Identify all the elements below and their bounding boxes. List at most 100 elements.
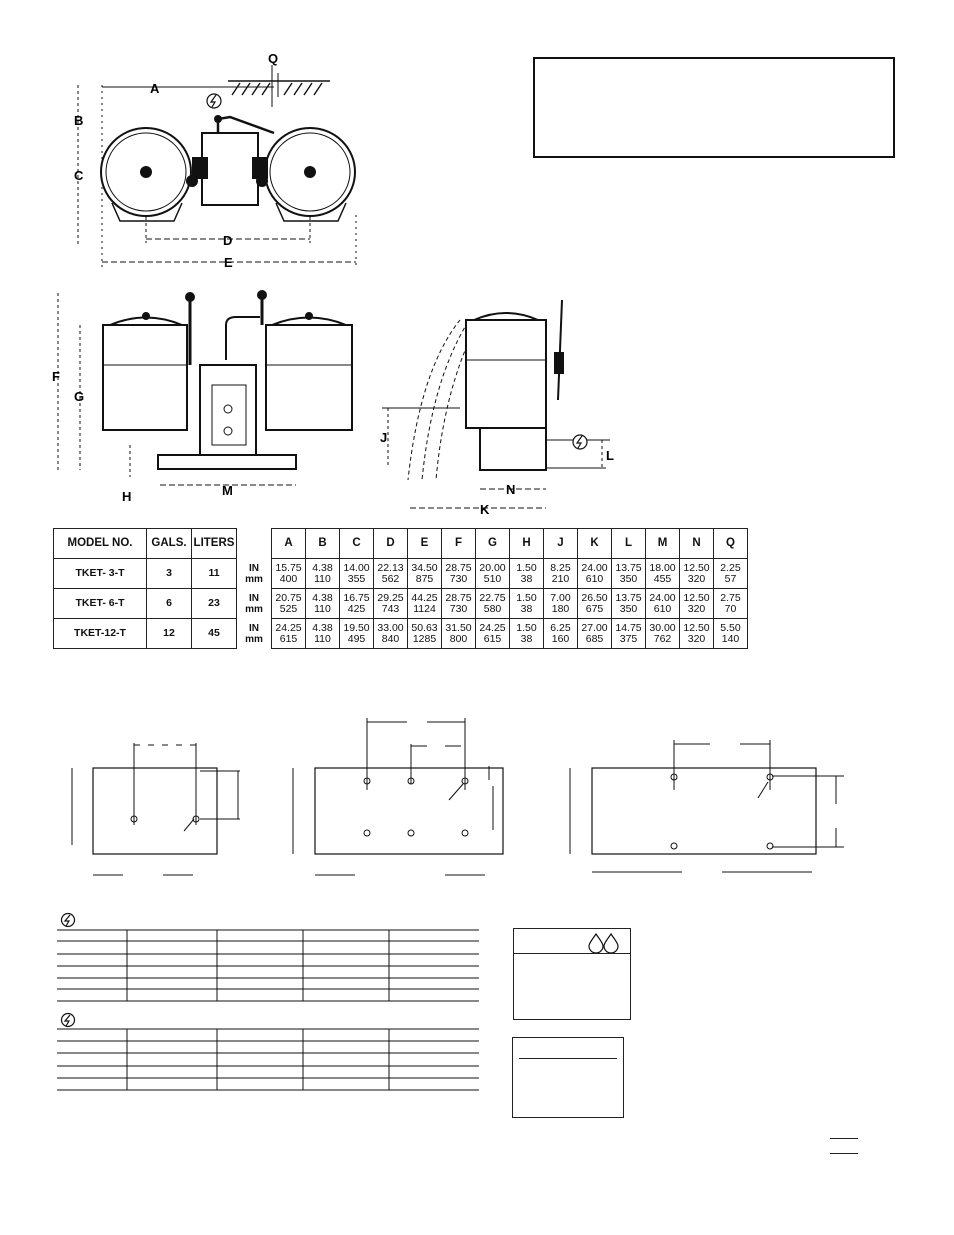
liters-cell: 45	[191, 618, 237, 649]
footprint-drawing-12t	[569, 740, 844, 873]
liters-cell: 23	[191, 588, 237, 619]
dimension-inches: 24.25	[275, 621, 302, 634]
dimension-mm: 140	[721, 632, 740, 645]
dimension-mm: 840	[381, 632, 400, 645]
electrical-table-2	[57, 1012, 479, 1091]
callout-k: K	[480, 502, 490, 517]
dimension-mm: 730	[449, 572, 468, 585]
dimension-mm: 320	[687, 632, 706, 645]
dimension-inches: 20.00	[479, 561, 506, 574]
callout-q: Q	[268, 51, 278, 66]
header-dim: F	[441, 528, 476, 559]
dimension-inches: 33.00	[377, 621, 404, 634]
dimension-inches: 2.75	[720, 591, 741, 604]
dimension-mm: 180	[551, 602, 570, 615]
dimension-mm: 510	[483, 572, 502, 585]
dimension-mm: 110	[314, 602, 331, 615]
dimension-inches: 12.50	[683, 561, 710, 574]
dimension-inches: 14.00	[343, 561, 370, 574]
header-liters: LITERS	[191, 528, 237, 559]
dimension-inches: 22.13	[377, 561, 404, 574]
model-number-cell: TKET- 6-T	[53, 588, 147, 619]
dimension-inches: 26.50	[581, 591, 608, 604]
header-dim: E	[407, 528, 442, 559]
dimension-inches: 24.25	[479, 621, 506, 634]
side-view-drawing: J L N K	[380, 299, 614, 517]
dimension-inches: 14.75	[615, 621, 642, 634]
table-header-row: MODEL NO. GALS. LITERS A B C D E F G H J…	[53, 528, 748, 559]
header-dim: B	[305, 528, 340, 559]
dimension-mm: 610	[653, 602, 672, 615]
kettle-left-top	[100, 127, 192, 217]
note-box-small	[512, 1037, 624, 1118]
dimension-mm: 375	[619, 632, 638, 645]
dimension-mm: 610	[585, 572, 604, 585]
header-dim: L	[611, 528, 646, 559]
header-dim: N	[679, 528, 714, 559]
header-dim: H	[509, 528, 544, 559]
dimension-inches: 16.75	[343, 591, 370, 604]
dimension-inches: 28.75	[445, 591, 472, 604]
dimension-mm: 38	[520, 632, 533, 645]
electrical-table-1	[57, 912, 479, 1002]
dimension-inches: 29.25	[377, 591, 404, 604]
lightning-circle-icon	[60, 1012, 76, 1028]
dimension-inches: 7.00	[550, 591, 571, 604]
dimension-mm: 110	[314, 632, 331, 645]
callout-e: E	[224, 255, 233, 270]
lightning-circle-icon	[206, 93, 222, 109]
dimension-mm: 350	[619, 572, 638, 585]
dimension-inches: 18.00	[649, 561, 676, 574]
liters-cell: 11	[191, 558, 237, 589]
dimension-inches: 31.50	[445, 621, 472, 634]
header-dim: J	[543, 528, 578, 559]
dimension-inches: 19.50	[343, 621, 370, 634]
dimension-mm: 800	[449, 632, 468, 645]
dimension-mm: 320	[687, 572, 706, 585]
footprint-drawing-6t	[292, 718, 504, 876]
dimension-inches: 12.50	[683, 621, 710, 634]
model-number-cell: TKET-12-T	[53, 618, 147, 649]
dimension-mm: 1285	[412, 632, 437, 645]
gallons-cell: 6	[146, 588, 192, 619]
dimension-mm: 38	[520, 602, 533, 615]
water-drops-icon	[588, 932, 619, 953]
dimension-inches: 24.00	[649, 591, 676, 604]
dimension-mm: 685	[585, 632, 604, 645]
header-dim: Q	[713, 528, 748, 559]
dimension-mm: 160	[551, 632, 570, 645]
dimension-mm: 350	[619, 602, 638, 615]
dimension-mm: 730	[449, 602, 468, 615]
callout-f: F	[52, 369, 60, 384]
gallons-cell: 12	[146, 618, 192, 649]
header-dim: M	[645, 528, 680, 559]
